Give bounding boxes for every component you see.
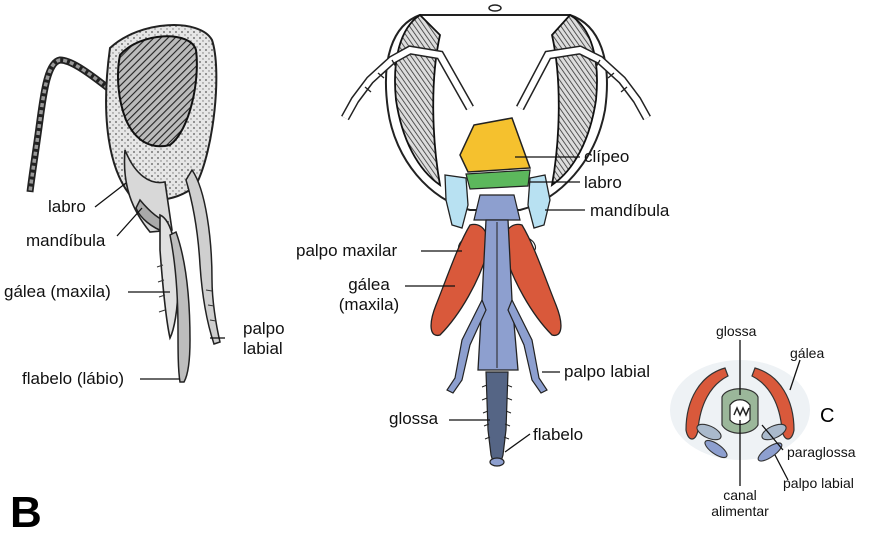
- label-mandibula-center: mandíbula: [590, 201, 670, 220]
- label-flabelo-left: flabelo (lábio): [22, 369, 125, 388]
- label-paraglossa: paraglossa: [787, 444, 856, 460]
- label-mandibula-left: mandíbula: [26, 231, 106, 250]
- leader-lines: [94, 156, 801, 486]
- label-galea-section: gálea: [790, 345, 825, 361]
- label-labro-left: labro: [48, 197, 86, 216]
- label-clipeo: clípeo: [584, 147, 630, 166]
- label-canal-2: alimentar: [711, 503, 769, 519]
- label-glossa-center: glossa: [389, 409, 439, 428]
- label-labro-center: labro: [584, 173, 622, 192]
- label-canal-1: canal: [723, 487, 757, 503]
- label-glossa-section: glossa: [716, 323, 757, 339]
- label-galea-center-1: gálea: [348, 275, 390, 294]
- cross-section-drawing: [670, 360, 810, 462]
- label-palpo-labial-center: palpo labial: [564, 362, 651, 381]
- label-palpo-left-1: palpo: [243, 319, 285, 338]
- panel-letter-b: B: [10, 488, 42, 537]
- label-palpo-labial-section: palpo labial: [783, 475, 854, 491]
- frontal-head-drawing: [341, 4, 651, 467]
- label-flabelo-center: flabelo: [533, 425, 584, 444]
- label-palpo-maxilar: palpo maxilar: [296, 241, 398, 260]
- panel-letter-c: C: [820, 405, 835, 427]
- label-galea-center-2: (maxila): [338, 295, 400, 314]
- lateral-head-drawing: [26, 24, 221, 383]
- label-galea-left: gálea (maxila): [4, 282, 111, 301]
- label-palpo-left-2: labial: [243, 339, 283, 358]
